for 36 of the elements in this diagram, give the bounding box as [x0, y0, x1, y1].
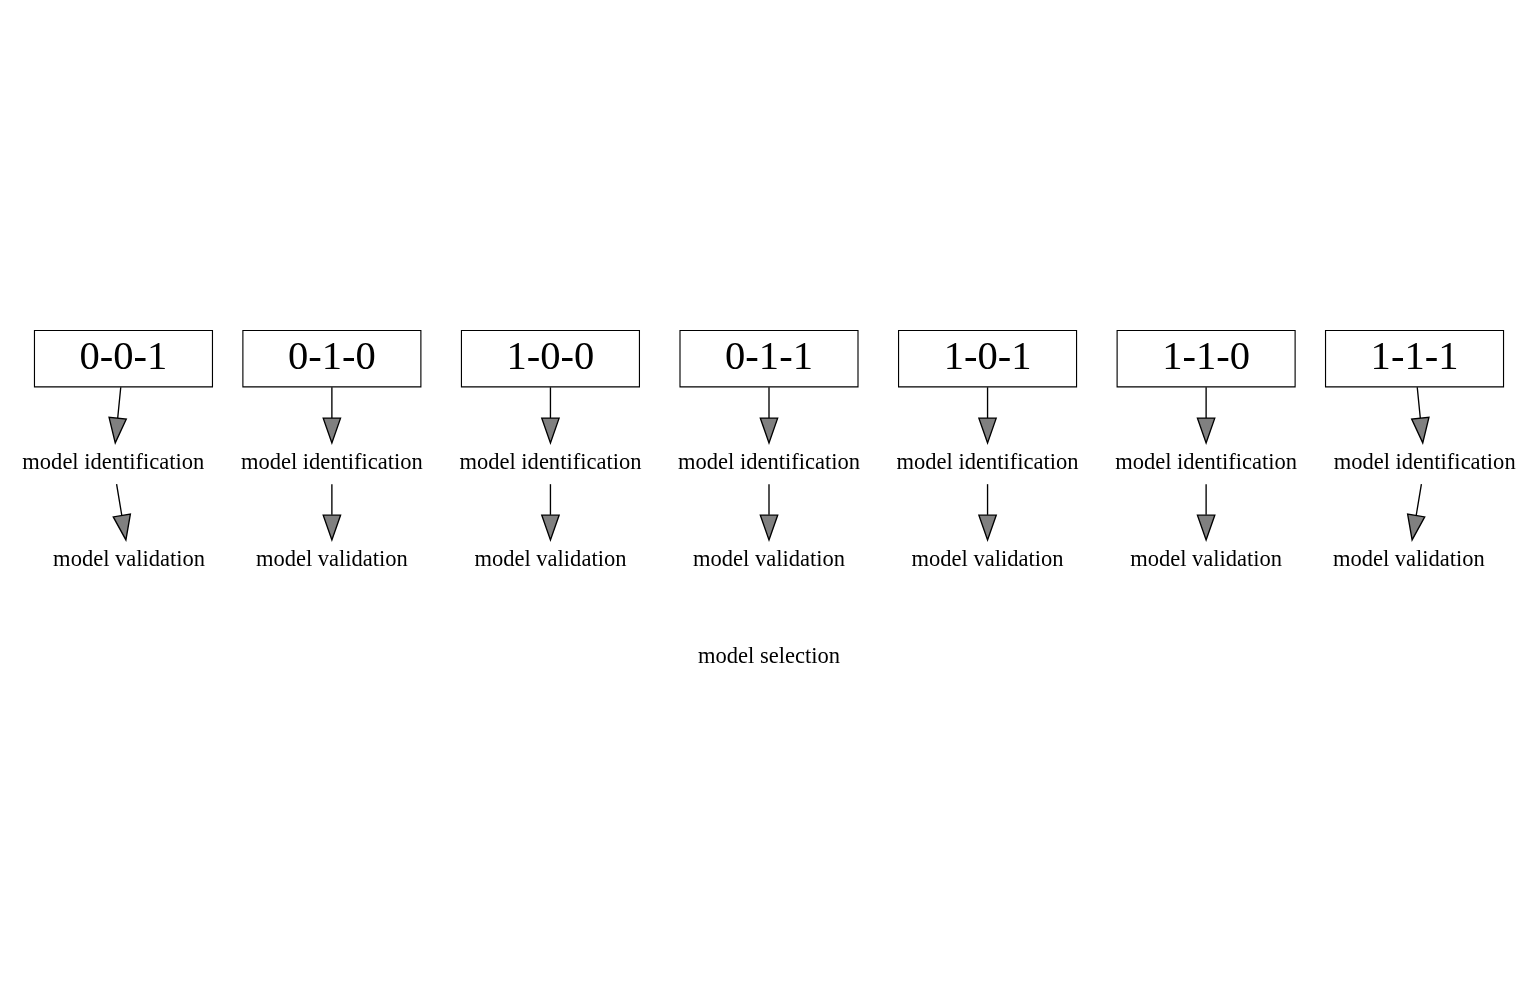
arrow [540, 483, 561, 542]
arrow [1410, 386, 1430, 445]
node-text: model identification [240, 449, 423, 475]
node-box: 1-1-1 [1324, 329, 1505, 388]
arrow [322, 483, 342, 542]
arrow [1196, 483, 1216, 542]
arrow [977, 483, 998, 542]
node-text: model identification [678, 449, 860, 475]
node-text: model identification [1115, 449, 1298, 475]
node-text: model identification [459, 449, 642, 475]
node-text: model identification [896, 449, 1079, 475]
node-box: 1-1-0 [1116, 329, 1296, 388]
node-box: 1-0-1 [898, 329, 1078, 388]
node-text: model validation [1130, 545, 1283, 571]
node-text: model identification [1333, 449, 1516, 475]
node-text: model identification [22, 449, 205, 475]
node-box: 0-0-1 [33, 329, 214, 388]
node-text: model validation [693, 545, 845, 571]
node-box: 0-1-1 [679, 329, 859, 388]
node-text: model validation [255, 545, 408, 571]
node-text: model validation [1332, 545, 1485, 571]
arrow [1406, 483, 1426, 542]
arrow [759, 386, 779, 445]
arrow [540, 386, 561, 445]
arrow [759, 483, 779, 542]
node-box: 1-0-0 [460, 329, 640, 388]
arrow [1196, 386, 1216, 445]
node-text: model validation [911, 545, 1064, 571]
node-text: model validation [53, 545, 206, 571]
node-text: model validation [474, 545, 627, 571]
label: model selection [698, 642, 840, 668]
arrow [977, 386, 998, 445]
arrow [108, 386, 128, 445]
arrow [322, 386, 342, 445]
arrow [112, 483, 132, 542]
node-box: 0-1-0 [242, 329, 422, 388]
